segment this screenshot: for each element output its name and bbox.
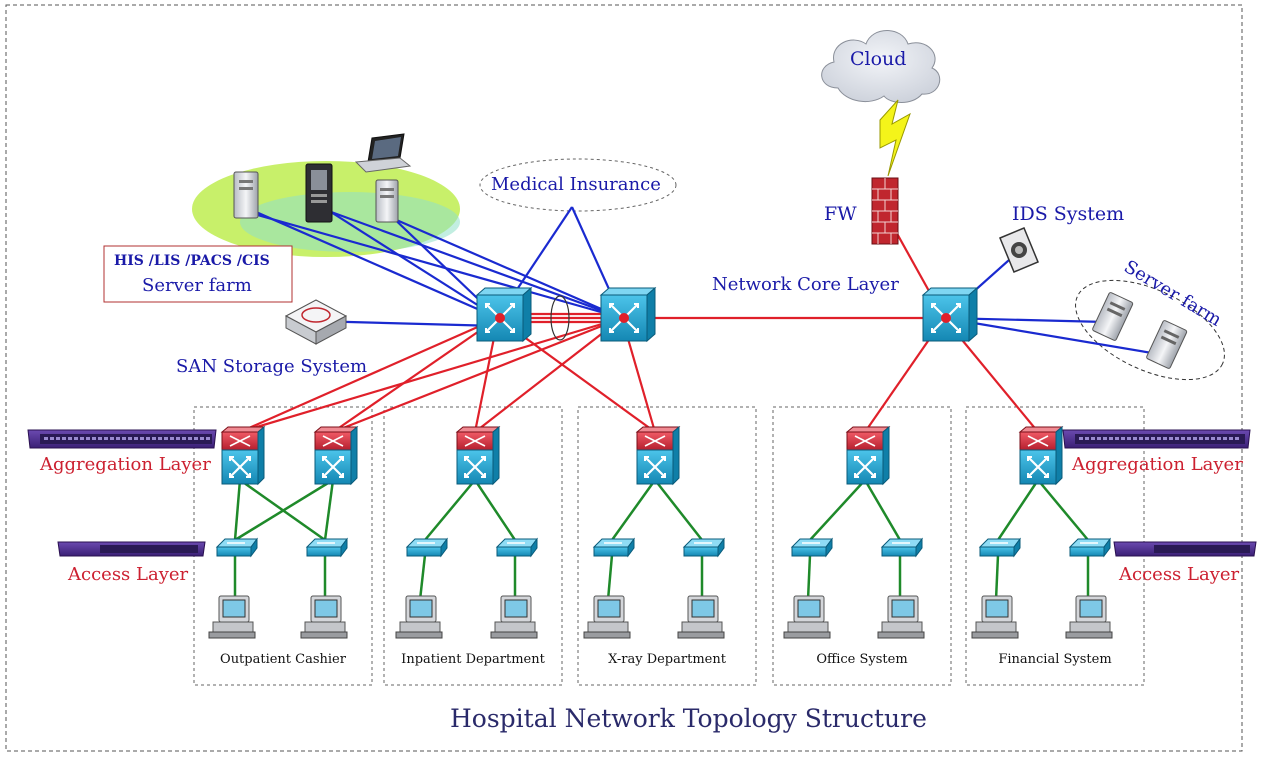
server-icon-2 (305, 163, 333, 223)
laptop-icon (354, 133, 412, 173)
his-server-zone-shade (240, 192, 460, 252)
aggregation-router-switch-icon-4 (635, 425, 681, 486)
access-switch-icon-1 (215, 537, 258, 558)
computer-icon-8 (877, 595, 925, 639)
dept-label-outpatient: Outpatient Cashier (220, 652, 346, 667)
core-layer-label: Network Core Layer (712, 274, 899, 295)
computer-icon-1 (208, 595, 256, 639)
access-switch-icon-5 (592, 537, 635, 558)
right-server-farm-zone (1075, 279, 1225, 381)
cloud-icon (821, 30, 941, 103)
his-label-box (103, 245, 293, 303)
rack-device-icon-agg-right (1062, 429, 1251, 449)
access-switch-icon-9 (978, 537, 1021, 558)
aggregation-router-switch-icon-3 (455, 425, 501, 486)
core-switch-icon-2 (599, 286, 657, 343)
server-icon-5 (1146, 320, 1188, 369)
dept-label-xray: X-ray Department (608, 652, 726, 667)
access-layer-label-left: Access Layer (68, 564, 189, 585)
firewall-icon (871, 177, 899, 245)
diagram-title: Hospital Network Topology Structure (450, 704, 927, 733)
access-layer-label-right: Access Layer (1119, 564, 1240, 585)
his-label-line1: HIS /LIS /PACS /CIS (114, 253, 270, 269)
firewall-label: FW (824, 203, 857, 225)
server-icon-4 (1092, 292, 1134, 341)
san-label: SAN Storage System (176, 356, 368, 377)
ids-label: IDS System (1012, 203, 1125, 225)
aggregation-router-switch-icon-6 (1018, 425, 1064, 486)
rack-device-icon-access-left (57, 541, 206, 557)
access-switch-icon-6 (682, 537, 725, 558)
computer-icon-7 (783, 595, 831, 639)
cloud-label: Cloud (850, 48, 907, 70)
server-icon-1 (233, 171, 259, 219)
rack-device-icon-access-right (1113, 541, 1257, 557)
access-switch-icon-10 (1068, 537, 1111, 558)
aggregation-router-switch-icon-1 (220, 425, 266, 486)
aggregation-router-switch-icon-5 (845, 425, 891, 486)
outer-frame (5, 4, 1243, 752)
computer-icon-9 (971, 595, 1019, 639)
medical-insurance-label: Medical Insurance (491, 174, 661, 195)
dept-label-office: Office System (816, 652, 908, 667)
access-switch-icon-2 (305, 537, 348, 558)
access-switch-icon-4 (495, 537, 538, 558)
aggregation-layer-label-left: Aggregation Layer (40, 454, 211, 475)
lightning-icon (879, 99, 911, 177)
computer-icon-3 (395, 595, 443, 639)
ids-camera-icon (999, 227, 1039, 273)
computer-icon-10 (1065, 595, 1113, 639)
medical-insurance-zone (479, 158, 677, 212)
link-aggregation-ring (550, 295, 570, 341)
storage-icon (284, 299, 348, 345)
aggregation-router-switch-icon-2 (313, 425, 359, 486)
access-links (233, 478, 1090, 601)
his-label-line2: Server farm (142, 275, 252, 296)
core-switch-icon-3 (921, 286, 979, 343)
dept-label-financial: Financial System (998, 652, 1112, 667)
aggregation-layer-label-right: Aggregation Layer (1072, 454, 1243, 475)
access-switch-icon-7 (790, 537, 833, 558)
computer-icon-4 (490, 595, 538, 639)
server-icon-3 (375, 179, 399, 223)
access-switch-icon-8 (880, 537, 923, 558)
computer-icon-6 (677, 595, 725, 639)
rack-device-icon-agg-left (27, 429, 217, 449)
access-switch-icon-3 (405, 537, 448, 558)
computer-icon-2 (300, 595, 348, 639)
dept-label-inpatient: Inpatient Department (401, 652, 545, 667)
core-switch-icon-1 (475, 286, 533, 343)
computer-icon-5 (583, 595, 631, 639)
